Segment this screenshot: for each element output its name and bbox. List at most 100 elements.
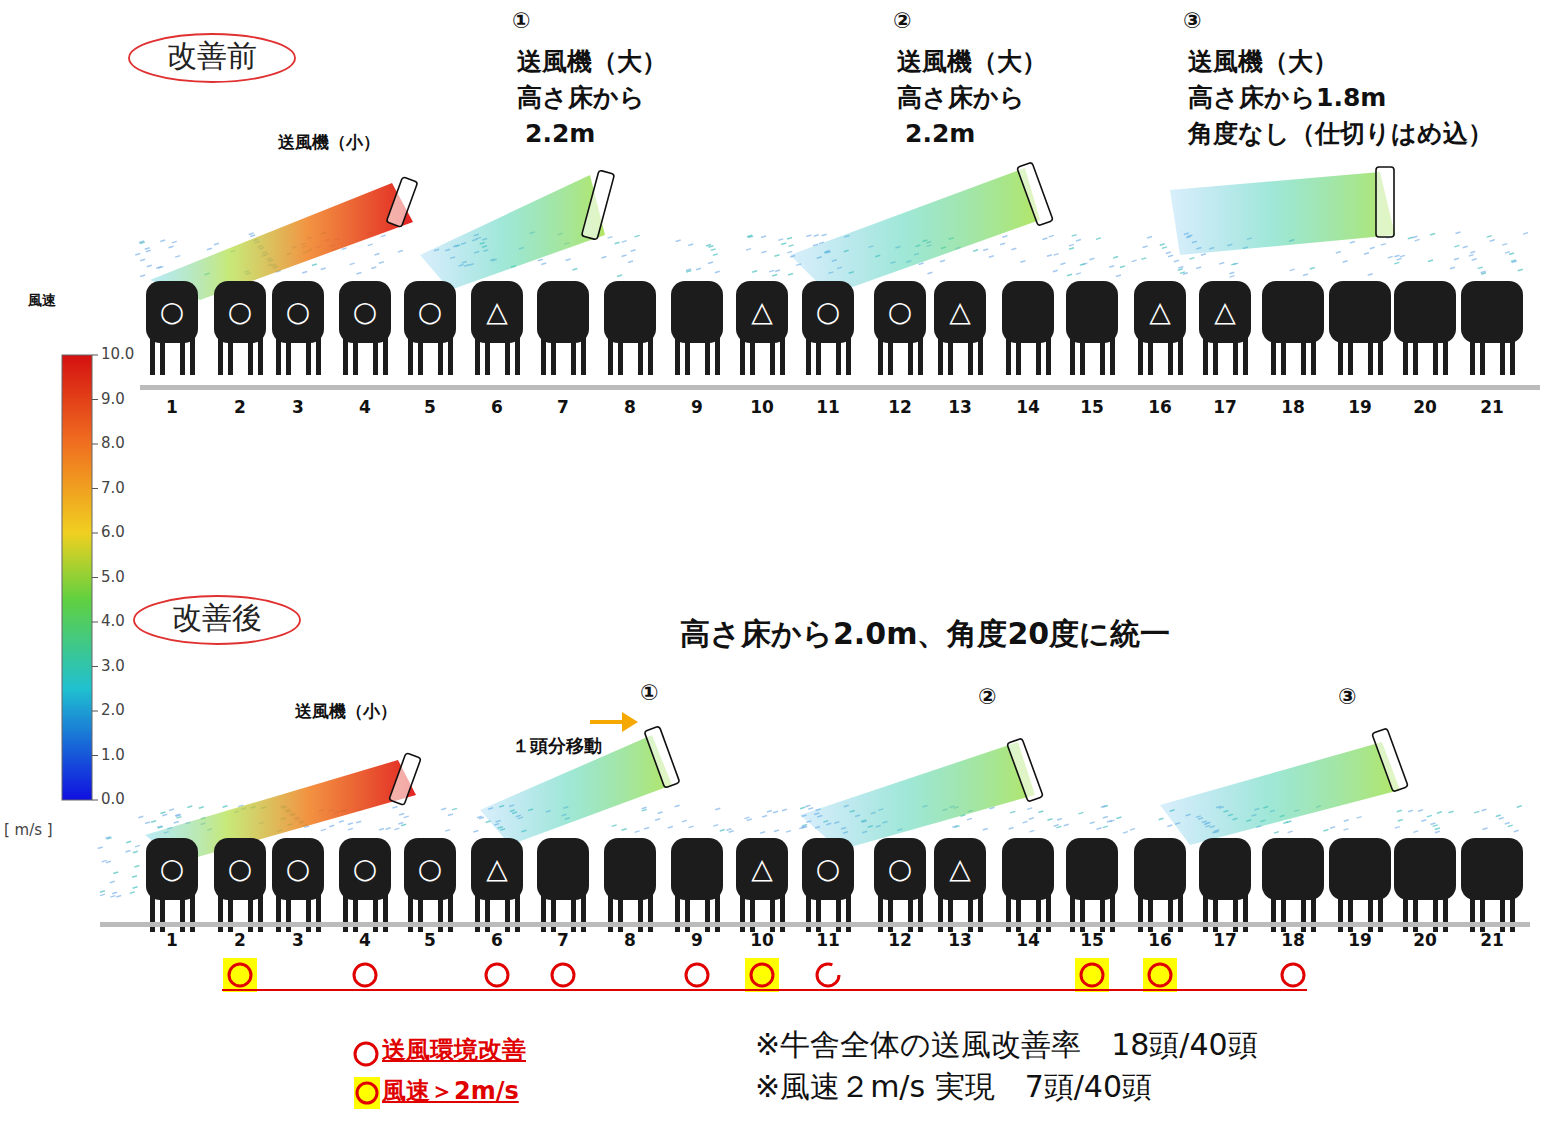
- fan-label: 高さ床から1.8m: [1188, 84, 1386, 113]
- cow-body: [272, 281, 324, 343]
- cow-mark: ○: [286, 853, 310, 885]
- cow-mark: △: [486, 853, 508, 885]
- flow-vector: [1120, 266, 1125, 268]
- cow-body: [934, 281, 986, 343]
- cow-leg: [1348, 337, 1353, 375]
- cow-leg: [1311, 337, 1316, 375]
- flow-vector: [708, 246, 713, 248]
- flow-vector: [1412, 236, 1417, 238]
- stall-number: 9: [691, 931, 703, 951]
- flow-vector: [1463, 246, 1468, 248]
- flow-vector: [1303, 274, 1308, 276]
- flow-vector: [1054, 254, 1059, 256]
- flow-vector: [1487, 236, 1492, 238]
- flow-vector: [1189, 258, 1194, 260]
- flow-vector: [781, 243, 786, 245]
- flow-vector: [1357, 817, 1362, 819]
- flow-vector: [744, 817, 749, 819]
- flow-vector: [1089, 258, 1094, 260]
- cow-leg: [541, 337, 546, 375]
- flow-vector: [788, 273, 793, 275]
- flow-vector: [321, 268, 326, 270]
- flow-vector: [126, 841, 131, 843]
- callout-number: ③: [1183, 8, 1202, 33]
- cow-leg: [475, 337, 480, 375]
- flow-vector: [628, 261, 633, 263]
- scale-tick: [92, 755, 98, 756]
- flow-vector: [566, 259, 571, 261]
- improved-circle: [817, 964, 839, 986]
- flow-vector: [1454, 245, 1459, 247]
- flow-vector: [1116, 275, 1121, 277]
- flow-vector: [1011, 248, 1016, 250]
- ellipse-tag: 改善前: [127, 32, 297, 84]
- flow-vector: [787, 238, 792, 240]
- scale-value: 5.0: [101, 569, 125, 586]
- floor-line: [140, 385, 1540, 390]
- stall-number: 14: [1016, 398, 1040, 418]
- flow-vector: [615, 242, 620, 244]
- flow-vector: [368, 244, 373, 246]
- flow-vector: [168, 246, 173, 248]
- cow-body: [1394, 838, 1456, 900]
- ellipse-shape: [129, 34, 295, 82]
- scale-value: 4.0: [101, 613, 125, 630]
- flow-vector: [169, 809, 174, 811]
- flow-vector: [342, 248, 347, 250]
- flow-vector: [675, 805, 680, 807]
- stall-number: 16: [1148, 931, 1172, 951]
- cow-leg: [571, 337, 576, 375]
- flow-vector: [762, 251, 767, 253]
- flow-vector: [762, 815, 767, 817]
- cow-leg: [888, 337, 893, 375]
- flow-vector: [157, 826, 162, 828]
- cow-leg: [638, 337, 643, 375]
- flow-vector: [1350, 242, 1355, 244]
- flow-vector: [668, 826, 673, 828]
- flow-vector: [140, 242, 145, 244]
- flow-vector: [1310, 268, 1315, 270]
- flow-vector: [1474, 811, 1479, 813]
- flow-vector: [973, 250, 978, 252]
- fan-label: 送風機（大）: [517, 48, 667, 77]
- flow-vector: [1508, 825, 1513, 827]
- flow-vector: [1067, 274, 1072, 276]
- flow-vector: [612, 825, 617, 827]
- cow-leg: [1500, 337, 1505, 375]
- flow-vector: [133, 851, 138, 853]
- cow-body: [339, 281, 391, 343]
- ellipse-tag: 改善後: [132, 594, 302, 646]
- cow-leg: [438, 337, 443, 375]
- flow-vector: [1288, 831, 1293, 833]
- cow-body: [1262, 281, 1324, 343]
- cow-leg: [515, 337, 520, 375]
- flow-vector: [158, 826, 163, 828]
- fan-label: 送風機（小）: [295, 702, 397, 722]
- flow-vector: [1344, 829, 1349, 831]
- flow-vector: [1496, 815, 1501, 817]
- flow-vector: [140, 275, 145, 277]
- cow-leg: [1213, 337, 1218, 375]
- highlight-box: [1075, 958, 1109, 992]
- fan-label: 送風機（大）: [1188, 48, 1338, 77]
- cow-leg: [1480, 337, 1485, 375]
- flow-vector: [392, 807, 397, 809]
- flow-vector: [1283, 822, 1288, 824]
- cow-body: [404, 838, 456, 900]
- flow-vector: [441, 808, 446, 810]
- cow-leg: [1168, 337, 1173, 375]
- cow-leg: [276, 337, 281, 375]
- cow-row: [100, 281, 1540, 932]
- flow-vector: [1518, 269, 1523, 271]
- callout-number: ①: [512, 8, 531, 33]
- cow-leg: [505, 337, 510, 375]
- flow-vector: [134, 866, 139, 868]
- cow-body: [671, 838, 723, 900]
- highlight-box: [745, 958, 779, 992]
- flow-vector: [676, 240, 681, 242]
- flow-vector: [622, 241, 627, 243]
- cow-mark: ○: [228, 853, 252, 885]
- cow-leg: [1203, 337, 1208, 375]
- cow-leg: [408, 337, 413, 375]
- flow-vector: [250, 235, 255, 237]
